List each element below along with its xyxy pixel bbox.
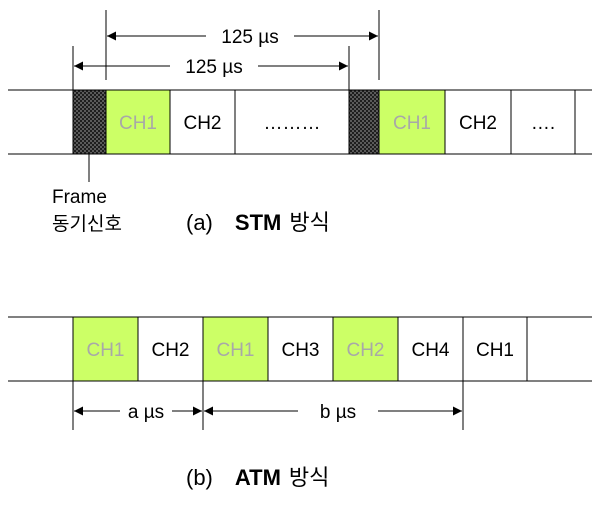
atm-cell-label: CH3	[281, 340, 319, 361]
atm-caption-prefix: (b)	[186, 465, 213, 490]
atm-span-a-label: a µs	[128, 402, 164, 423]
atm-cell	[72, 316, 139, 382]
atm-span-b-label: b µs	[320, 402, 356, 423]
atm-cell	[202, 316, 269, 382]
stm-caption-prefix: (a)	[186, 210, 213, 235]
atm-caption-suffix: 방식	[289, 465, 329, 490]
atm-caption: (b) ATM 방식	[186, 465, 329, 490]
stm-cell	[169, 89, 236, 155]
stm-caption: (a) STM 방식	[186, 210, 330, 235]
stm-cell	[234, 89, 350, 155]
stm-frame-cells: CH1 CH2 ……… CH1 CH2 ….	[72, 89, 576, 155]
atm-caption-name: ATM	[235, 465, 281, 490]
stm-caption-suffix: 방식	[289, 210, 329, 235]
atm-cell	[267, 316, 334, 382]
stm-cell-label: CH2	[459, 113, 497, 134]
stm-cell-label: CH1	[119, 113, 157, 134]
atm-cell-label: CH1	[216, 340, 254, 361]
stm-frame-label-line2: 동기신호	[52, 213, 122, 235]
stm-frame-label-line1: Frame	[52, 187, 107, 208]
stm-cell	[378, 89, 446, 155]
stm-cell	[510, 89, 576, 155]
stm-section: 125 µs 125 µs CH1 CH2 ……… CH1 CH2 …. Frame 동기…	[8, 10, 592, 235]
stm-inner-span-label: 125 µs	[185, 57, 242, 78]
atm-cell-label: CH4	[411, 340, 449, 361]
atm-cell-label: CH1	[86, 340, 124, 361]
stm-cell-label: ………	[264, 113, 321, 134]
atm-section: CH1 CH2 CH1 CH3 CH2 CH4 CH1 a µs b µs (b) ATM 방식	[8, 316, 592, 490]
stm-cell-label: ….	[531, 113, 555, 134]
stm-sync-cell	[72, 89, 107, 155]
atm-cell-label: CH2	[151, 340, 189, 361]
stm-cell	[444, 89, 512, 155]
atm-cell-label: CH2	[346, 340, 384, 361]
atm-cell-label: CH1	[476, 340, 514, 361]
stm-cell-label: CH1	[393, 113, 431, 134]
stm-sync-cell	[348, 89, 380, 155]
atm-cell	[462, 316, 528, 382]
atm-cell-stream: CH1 CH2 CH1 CH3 CH2 CH4 CH1	[72, 316, 528, 382]
stm-caption-name: STM	[235, 210, 281, 235]
atm-cell	[332, 316, 399, 382]
stm-cell-label: CH2	[183, 113, 221, 134]
stm-outer-span-label: 125 µs	[221, 27, 278, 48]
